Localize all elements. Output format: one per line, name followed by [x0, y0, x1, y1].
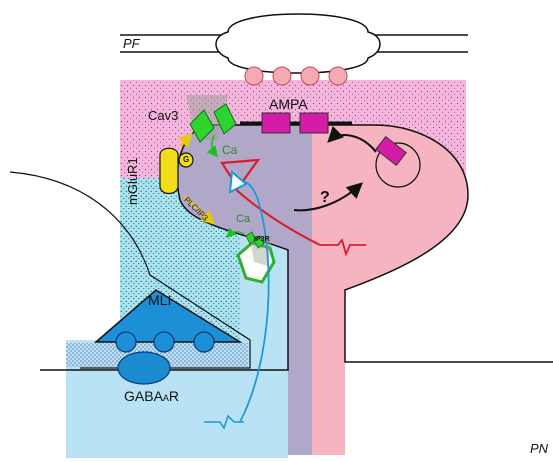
mglur1-label: mGluR1 [126, 157, 139, 205]
ip3r-label: IP3R [254, 236, 270, 243]
gabaar-receptor-icon [118, 352, 170, 384]
pn-label: PN [530, 442, 548, 455]
ampa-receptor-icon [262, 113, 290, 133]
ca-store-label: Ca [236, 214, 250, 225]
ampa-receptor-icon [300, 113, 328, 133]
mli-label: MLI [148, 293, 171, 307]
mglur1-receptor-icon [160, 148, 178, 193]
gabaar-end-text: R [169, 388, 179, 404]
mli-vesicle-icon [116, 332, 214, 352]
cav3-label: Cav3 [148, 109, 178, 122]
spine-pink-half [312, 125, 468, 455]
question-label: ? [320, 190, 330, 206]
g-protein-label: G [183, 156, 189, 164]
gabaar-main-text: GABA [124, 388, 163, 404]
pf-bouton [216, 14, 380, 73]
ampa-label: AMPA [269, 97, 308, 111]
ca-top-label: Ca [222, 144, 237, 156]
pf-label: PF [123, 37, 140, 50]
gabaar-label: GABAAR [124, 389, 179, 403]
